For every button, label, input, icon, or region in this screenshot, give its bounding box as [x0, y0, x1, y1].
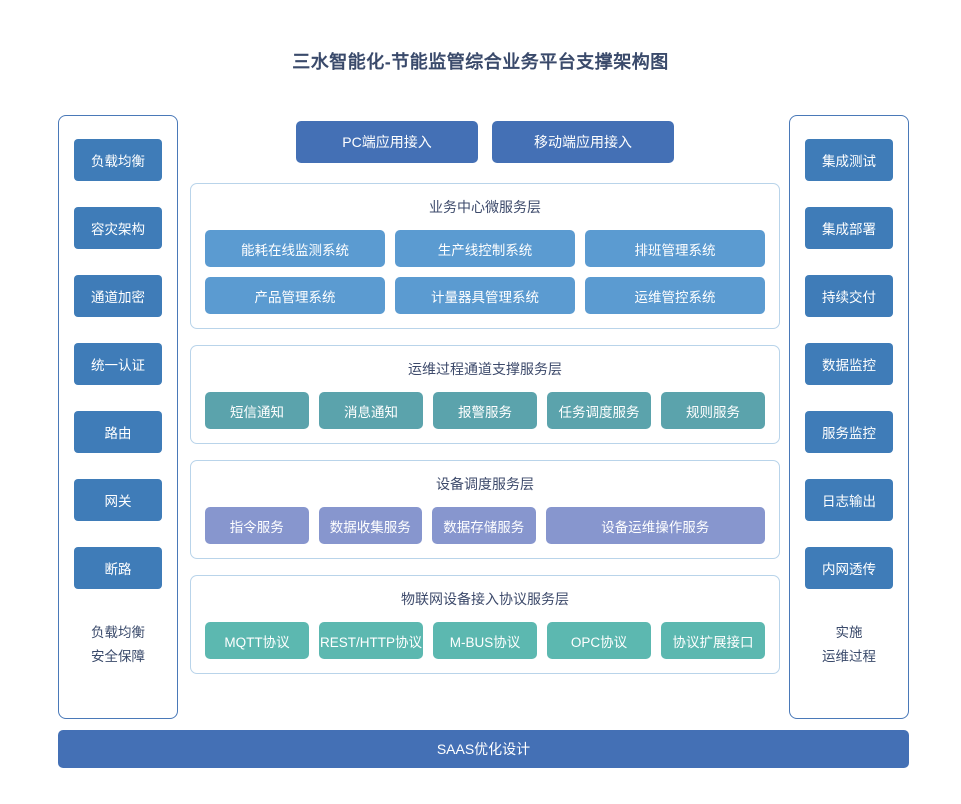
right-panel-footer: 实施 运维过程	[822, 621, 876, 669]
pc-access-button[interactable]: PC端应用接入	[296, 121, 478, 163]
application-access-row: PC端应用接入 移动端应用接入	[190, 121, 780, 163]
node-shift-management-system[interactable]: 排班管理系统	[585, 230, 765, 267]
right-footer-line-2: 运维过程	[822, 649, 876, 664]
node-data-collection-service[interactable]: 数据收集服务	[318, 507, 423, 544]
right-chip-integration-deploy[interactable]: 集成部署	[805, 207, 893, 249]
layer-title-iot-protocol: 物联网设备接入协议服务层	[401, 591, 569, 607]
page-title: 三水智能化-节能监管综合业务平台支撑架构图	[292, 52, 669, 72]
right-chip-continuous-delivery[interactable]: 持续交付	[805, 275, 893, 317]
right-footer-line-1: 实施	[835, 625, 863, 640]
left-footer-line-1: 负载均衡	[91, 625, 145, 640]
layer-device-scheduling-row-1: 指令服务 数据收集服务 数据存储服务 设备运维操作服务	[205, 507, 765, 544]
right-chip-intranet-tunnel[interactable]: 内网透传	[805, 547, 893, 589]
node-device-ops-operation-service[interactable]: 设备运维操作服务	[545, 507, 765, 544]
layer-iot-protocol-access: 物联网设备接入协议服务层 MQTT协议 REST/HTTP协议 M-BUS协议 …	[190, 575, 780, 674]
node-task-scheduling-service[interactable]: 任务调度服务	[547, 392, 651, 429]
node-energy-monitoring-system[interactable]: 能耗在线监测系统	[205, 230, 385, 267]
right-chip-log-output[interactable]: 日志输出	[805, 479, 893, 521]
layer-stack: 业务中心微服务层 能耗在线监测系统 生产线控制系统 排班管理系统 产品管理系统 …	[190, 183, 780, 690]
right-chip-integration-test[interactable]: 集成测试	[805, 139, 893, 181]
right-support-panel: 集成测试 集成部署 持续交付 数据监控 服务监控 日志输出 内网透传 实施 运维…	[789, 115, 909, 719]
mobile-access-button[interactable]: 移动端应用接入	[492, 121, 674, 163]
left-support-panel: 负载均衡 容灾架构 通道加密 统一认证 路由 网关 断路 负载均衡 安全保障	[58, 115, 178, 719]
node-opc-protocol[interactable]: OPC协议	[547, 622, 651, 659]
left-chip-gateway[interactable]: 网关	[74, 479, 162, 521]
node-rule-service[interactable]: 规则服务	[661, 392, 765, 429]
right-chip-service-monitoring[interactable]: 服务监控	[805, 411, 893, 453]
layer-business-row-2: 产品管理系统 计量器具管理系统 运维管控系统	[205, 277, 765, 314]
node-product-management-system[interactable]: 产品管理系统	[205, 277, 385, 314]
node-alarm-service[interactable]: 报警服务	[433, 392, 537, 429]
node-protocol-extension-interface[interactable]: 协议扩展接口	[661, 622, 765, 659]
node-ops-control-system[interactable]: 运维管控系统	[585, 277, 765, 314]
layer-title-business: 业务中心微服务层	[429, 199, 541, 215]
node-mqtt-protocol[interactable]: MQTT协议	[205, 622, 309, 659]
layer-ops-channel-support: 运维过程通道支撑服务层 短信通知 消息通知 报警服务 任务调度服务 规则服务	[190, 345, 780, 444]
layer-title-device-scheduling: 设备调度服务层	[436, 476, 534, 492]
left-footer-line-2: 安全保障	[91, 649, 145, 664]
layer-title-ops-channel: 运维过程通道支撑服务层	[408, 361, 562, 377]
saas-optimization-bar[interactable]: SAAS优化设计	[58, 730, 909, 768]
layer-iot-protocol-row-1: MQTT协议 REST/HTTP协议 M-BUS协议 OPC协议 协议扩展接口	[205, 622, 765, 659]
node-mbus-protocol[interactable]: M-BUS协议	[433, 622, 537, 659]
node-data-storage-service[interactable]: 数据存储服务	[432, 507, 536, 544]
left-chip-dr-architecture[interactable]: 容灾架构	[74, 207, 162, 249]
left-chip-routing[interactable]: 路由	[74, 411, 162, 453]
node-command-service[interactable]: 指令服务	[205, 507, 309, 544]
left-chip-load-balance[interactable]: 负载均衡	[74, 139, 162, 181]
left-panel-footer: 负载均衡 安全保障	[91, 621, 145, 669]
node-sms-notification[interactable]: 短信通知	[205, 392, 309, 429]
left-chip-circuit-breaker[interactable]: 断路	[74, 547, 162, 589]
layer-business-microservice: 业务中心微服务层 能耗在线监测系统 生产线控制系统 排班管理系统 产品管理系统 …	[190, 183, 780, 329]
node-message-notification[interactable]: 消息通知	[319, 392, 423, 429]
left-chip-channel-encryption[interactable]: 通道加密	[74, 275, 162, 317]
layer-business-row-1: 能耗在线监测系统 生产线控制系统 排班管理系统	[205, 230, 765, 267]
left-chip-unified-auth[interactable]: 统一认证	[74, 343, 162, 385]
node-production-line-control-system[interactable]: 生产线控制系统	[395, 230, 575, 267]
node-rest-http-protocol[interactable]: REST/HTTP协议	[319, 622, 423, 659]
right-chip-data-monitoring[interactable]: 数据监控	[805, 343, 893, 385]
layer-ops-channel-row-1: 短信通知 消息通知 报警服务 任务调度服务 规则服务	[205, 392, 765, 429]
layer-device-scheduling: 设备调度服务层 指令服务 数据收集服务 数据存储服务 设备运维操作服务	[190, 460, 780, 559]
node-metering-instrument-management-system[interactable]: 计量器具管理系统	[395, 277, 575, 314]
